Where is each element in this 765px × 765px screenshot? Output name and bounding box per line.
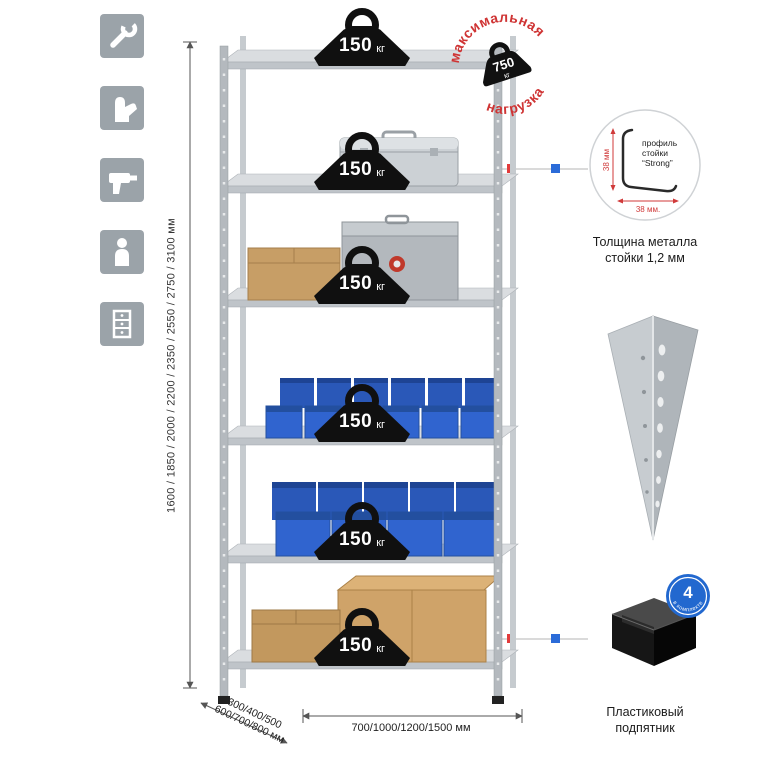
load-value: 150 [338,35,373,56]
profile-caption: Толщина металла стойки 1,2 мм [578,234,712,266]
badge-count: 4 [683,583,693,602]
stamp-load-value: 750 [491,54,516,75]
load-unit: кг [376,536,386,549]
feature-tile-shelving [100,302,144,346]
profile-caption-line1: Толщина металла [592,235,698,249]
plastic-foot-image [611,598,697,666]
gloves-icon [115,97,137,122]
feature-tile-gloves [100,86,144,130]
profile-caption-line2: стойки 1,2 мм [605,251,685,265]
load-unit: кг [376,418,386,431]
width-dimension-label: 700/1000/1200/1500 мм [351,722,471,734]
blue-marker-square [551,634,560,643]
shelving-icon [112,309,132,339]
person-icon [115,238,129,266]
foot-caption-line1: Пластиковый [606,705,684,719]
post-holes-left [640,355,649,494]
profile-label-1: профиль [642,138,678,148]
stamp-load-unit: кг [503,70,512,81]
stamp-text-bottom: нагрузка [481,80,551,125]
stamp-weight-body [483,50,532,87]
load-unit: кг [376,42,386,55]
dim-38-horizontal-label: 38 мм. [636,205,660,214]
post-holes [655,344,666,508]
feature-tile-person [100,230,144,274]
angle-post-image [607,315,699,541]
height-dimension-label: 1600 / 1850 / 2000 / 2200 / 2350 / 2550 … [165,218,178,513]
depth-dimension-line [200,702,288,744]
load-unit: кг [376,280,386,293]
profile-detail-circle: 38 мм 38 мм. профиль стойки “Strong” [589,109,701,221]
wrench-icon [110,20,138,48]
rack-back-post [510,36,516,688]
rack-back-post [240,36,246,688]
load-value: 150 [338,411,373,432]
feature-tile-drill [100,158,144,202]
profile-label-2: стойки [642,148,668,158]
load-unit: кг [376,166,386,179]
blue-marker-square [551,164,560,173]
dim-38-vertical-label: 38 мм [602,149,611,171]
angle-profile-drawing [621,128,678,193]
foot-caption-line2: подпятник [615,721,675,735]
load-value: 150 [338,529,373,550]
quantity-badge: 4 в комплекте [666,574,710,618]
feature-tile-assembly [100,14,144,58]
drill-icon [109,173,137,194]
profile-label-3: “Strong” [642,158,673,168]
load-value: 150 [338,159,373,180]
foot-caption: Пластиковый подпятник [578,704,712,736]
svg-text:нагрузка: нагрузка [481,80,551,125]
load-value: 150 [338,635,373,656]
load-value: 150 [338,273,373,294]
load-unit: кг [376,642,386,655]
